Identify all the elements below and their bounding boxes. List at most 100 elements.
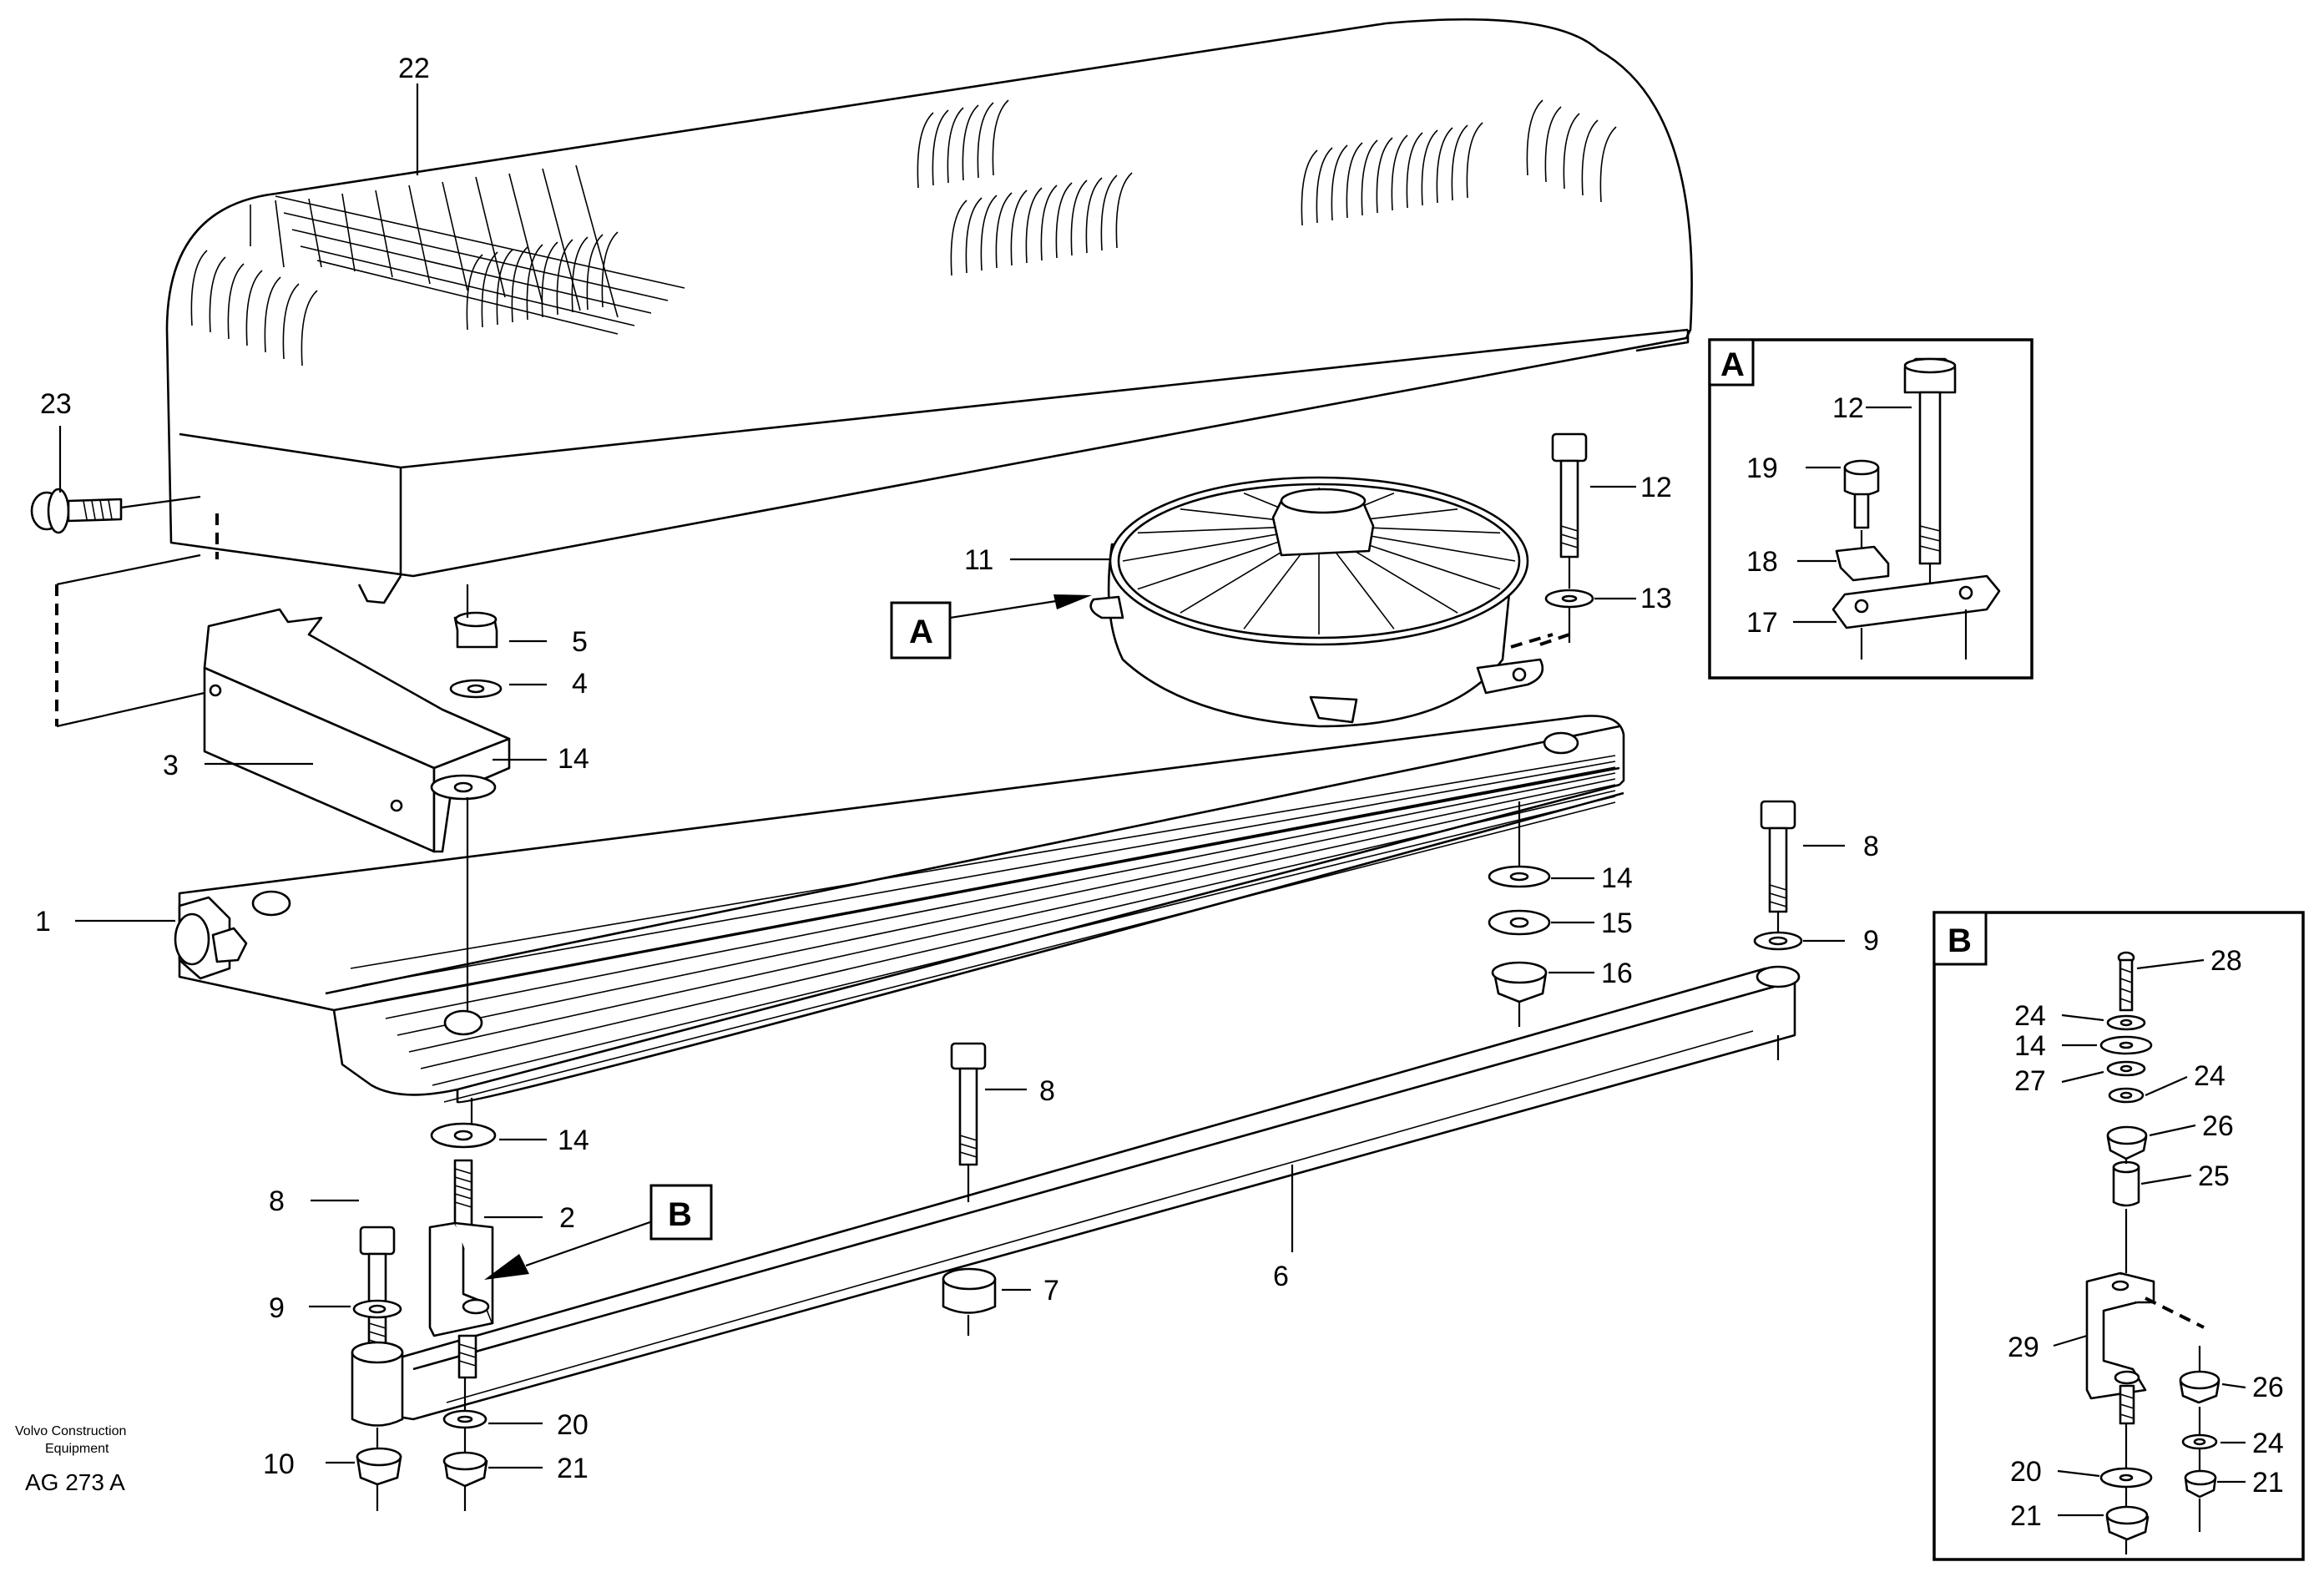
- cover-slot: [995, 192, 1013, 269]
- callout-21: 21: [557, 1453, 589, 1484]
- fan-spoke: [1243, 550, 1304, 629]
- detail-a-label: A: [1720, 346, 1745, 383]
- detail-b-callout-24-c: 24: [2252, 1428, 2284, 1459]
- cover-slot: [209, 256, 226, 333]
- detail-b-callout-25: 25: [2198, 1160, 2230, 1192]
- detail-b-callout-27: 27: [2014, 1065, 2046, 1097]
- cover-slot: [965, 197, 983, 274]
- callout-20: 20: [557, 1409, 589, 1441]
- cover-slot: [1599, 126, 1617, 203]
- cover-slot: [556, 239, 573, 316]
- cover-slot: [282, 283, 300, 360]
- fan-spoke: [1347, 546, 1458, 614]
- detail-b-callout-20: 20: [2010, 1456, 2042, 1488]
- detail-b-callout-29: 29: [2008, 1332, 2039, 1363]
- credit-block: Volvo Construction Equipment AG 273 A: [15, 1424, 126, 1495]
- main-callouts: 22 23 5 4 3 14 1 11 12 13 14 15 16 8 9 8…: [35, 53, 1879, 1484]
- svg-text:B: B: [668, 1196, 692, 1233]
- fan-spoke: [1137, 540, 1281, 590]
- fasteners-main: [351, 432, 1803, 1511]
- cover-slot: [1544, 106, 1562, 183]
- cover-slot: [227, 263, 245, 340]
- callout-10: 10: [263, 1448, 295, 1480]
- cover-slot: [977, 102, 994, 179]
- callout-9-right: 9: [1863, 925, 1879, 957]
- radiator-fin: [350, 755, 1616, 969]
- leader-lines: [58, 83, 1845, 1469]
- cover-slot: [601, 231, 619, 308]
- pointer-arrows: [484, 594, 1092, 1280]
- cover-slot: [1451, 124, 1468, 201]
- detail-a-callout-17: 17: [1746, 607, 1778, 639]
- cover-slot: [947, 107, 964, 184]
- detail-b-label: B: [1948, 922, 1972, 959]
- detail-b-callout-24-b: 24: [2194, 1060, 2225, 1092]
- radiator-fin: [385, 772, 1616, 1019]
- callout-8-right: 8: [1863, 831, 1879, 862]
- callout-12: 12: [1640, 472, 1672, 503]
- detail-a-callout-19: 19: [1746, 452, 1778, 484]
- detail-b-callout-26-b: 26: [2252, 1372, 2284, 1403]
- cover-slot: [511, 246, 528, 323]
- detail-b-callout-14: 14: [2014, 1030, 2046, 1062]
- cover-slot: [571, 236, 589, 313]
- cover-slot: [1391, 134, 1408, 211]
- detail-b-panel: B: [1932, 911, 2305, 1561]
- callout-22: 22: [398, 53, 430, 84]
- detail-b-callout-24-a: 24: [2014, 1000, 2046, 1032]
- cover-slot: [917, 112, 934, 189]
- credit-line-2: Equipment: [45, 1442, 109, 1456]
- radiator-fin: [432, 796, 1616, 1086]
- callout-14-right: 14: [1601, 862, 1633, 894]
- cover-slot: [1331, 144, 1348, 221]
- cover-slot: [1040, 184, 1058, 261]
- detail-a-panel: A 12 19 18 17: [1708, 338, 2034, 680]
- svg-text:A: A: [909, 614, 933, 650]
- callout-9-left: 9: [269, 1292, 285, 1324]
- bracket-part-3: [203, 608, 511, 853]
- cover-slot: [301, 290, 318, 366]
- fan-spoke: [1357, 540, 1501, 590]
- callout-2: 2: [559, 1202, 575, 1234]
- radiator-fin: [420, 790, 1616, 1069]
- cover-slot: [586, 234, 604, 311]
- cover-slot: [541, 241, 558, 318]
- cover-slot: [496, 249, 513, 326]
- callout-13: 13: [1640, 583, 1672, 614]
- fan-spoke: [1180, 546, 1291, 614]
- cover-slot: [1406, 132, 1423, 209]
- cover-slot: [526, 244, 543, 321]
- callout-5: 5: [572, 626, 588, 658]
- fan-spoke: [1137, 526, 1281, 534]
- cover-slot: [1025, 187, 1043, 264]
- cover-slot: [264, 276, 281, 353]
- cover-slot: [1346, 142, 1363, 219]
- cover-slot: [1526, 99, 1543, 176]
- cover-slot: [1115, 172, 1133, 249]
- detail-a-callout-12: 12: [1832, 392, 1864, 424]
- cover-slot: [1361, 139, 1378, 216]
- cover-slot: [1581, 119, 1599, 196]
- cover-slot: [466, 254, 483, 331]
- credit-line-1: Volvo Construction: [15, 1424, 126, 1438]
- cover-slot: [1070, 179, 1088, 256]
- callout-7: 7: [1043, 1275, 1059, 1307]
- radiator-fin: [443, 801, 1616, 1103]
- pointer-label-b: B: [649, 1184, 713, 1241]
- callout-1: 1: [35, 906, 51, 938]
- cover-slot: [481, 251, 498, 328]
- cover-slot: [1100, 174, 1118, 251]
- drawing-code: AG 273 A: [25, 1469, 125, 1495]
- callout-14-bottom: 14: [558, 1125, 589, 1156]
- detail-b-callout-21-right: 21: [2252, 1467, 2284, 1499]
- cover-slot: [245, 270, 263, 346]
- radiator-part-1: [174, 715, 1625, 1104]
- screw-part-23: [30, 488, 219, 728]
- cover-slot: [1421, 129, 1438, 206]
- cover-slot: [1376, 137, 1393, 214]
- cover-slot: [1085, 177, 1103, 254]
- cover-slot: [950, 200, 967, 276]
- callout-14: 14: [558, 743, 589, 775]
- callout-11: 11: [964, 544, 993, 576]
